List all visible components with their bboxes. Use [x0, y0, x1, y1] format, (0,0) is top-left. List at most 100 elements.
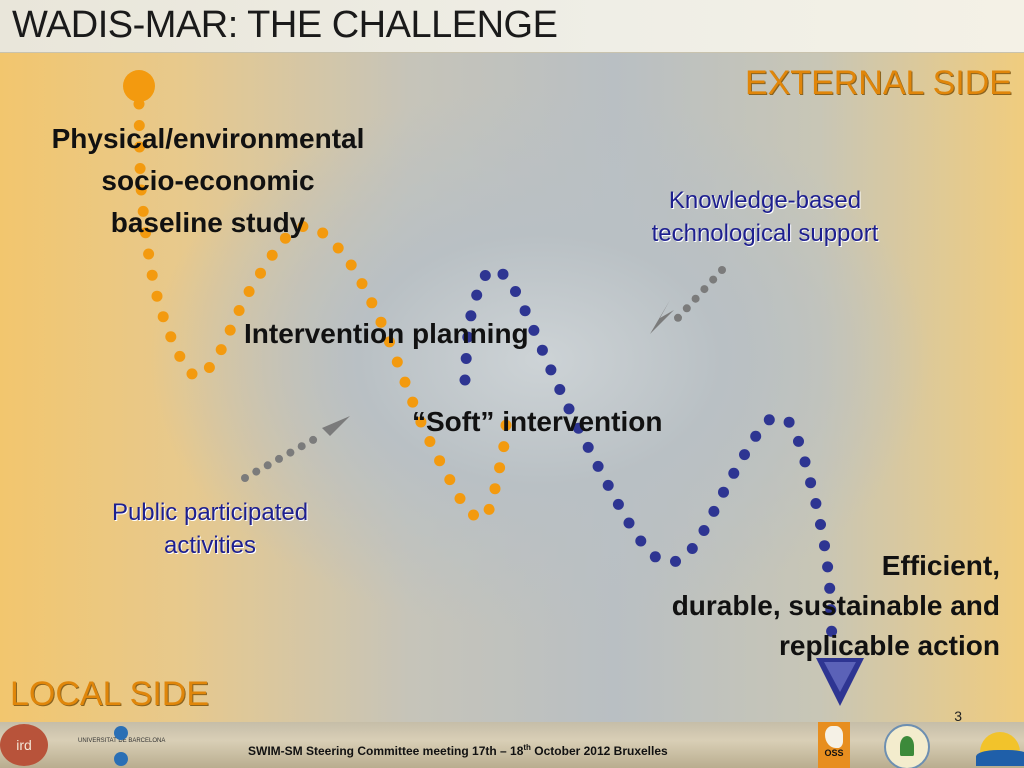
blue-dot	[510, 286, 521, 297]
footer-prefix: SWIM-SM Steering Committee meeting 17th …	[248, 744, 524, 758]
blue-dot	[497, 268, 509, 280]
blue-dot	[763, 414, 775, 426]
ministry-emblem-icon	[884, 724, 930, 768]
water-waves-icon	[976, 750, 1024, 766]
orange-dotted-path	[133, 98, 512, 521]
intervention-planning-label: Intervention planning	[244, 318, 529, 349]
page-number: 3	[954, 708, 962, 724]
blue-dot	[822, 561, 834, 573]
blue-dotted-path	[459, 268, 838, 637]
blue-dot	[825, 604, 837, 616]
orange-dot	[203, 362, 215, 373]
orange-dot	[224, 324, 236, 336]
orange-dot	[444, 474, 456, 486]
blue-dot	[519, 305, 531, 317]
blue-dot	[649, 551, 661, 563]
orange-dot	[134, 163, 146, 174]
orange-dot	[243, 286, 255, 297]
orange-dot	[151, 290, 163, 302]
baseline-study-label: Physical/environmental socio-economic ba…	[10, 118, 406, 244]
blue-dot	[545, 364, 557, 376]
local-side-label: LOCAL SIDE	[10, 675, 210, 713]
gray-dot	[241, 474, 249, 482]
orange-dot	[297, 221, 309, 232]
blue-dot	[563, 403, 575, 415]
blue-dot	[824, 582, 836, 594]
info-icon-2	[114, 752, 128, 766]
external-side-label: EXTERNAL SIDE	[744, 64, 1012, 102]
blue-dot	[718, 486, 729, 498]
gray-dot	[297, 442, 306, 451]
orange-dot	[366, 297, 378, 309]
blue-dot	[536, 344, 548, 356]
orange-dot	[279, 232, 291, 244]
soft-intervention-label: “Soft” intervention	[412, 406, 663, 437]
blue-dot	[612, 498, 624, 510]
public-arrow-head	[322, 416, 350, 436]
blue-dot	[582, 441, 594, 453]
efficient-action-label: Efficient, durable, sustainable and repl…	[672, 546, 1000, 666]
blue-dot	[471, 289, 483, 301]
orange-dot	[356, 278, 368, 290]
knowledge-arrow-head	[650, 300, 674, 334]
blue-dot	[810, 498, 822, 509]
palm-tree-icon	[900, 736, 914, 756]
knowledge-support-label: Knowledge-based technological support	[600, 184, 930, 250]
baseline-line-3: baseline study	[110, 207, 306, 238]
orange-dot	[143, 248, 155, 260]
knowledge-line-2: technological support	[651, 220, 879, 247]
orange-dot	[415, 416, 427, 428]
orange-dot	[157, 311, 169, 323]
blue-dot	[686, 543, 698, 554]
orange-dot	[489, 483, 501, 495]
gray-dotted-arrows	[241, 266, 726, 482]
public-activities-label: Public participated activities	[60, 496, 360, 562]
blue-dot	[623, 517, 635, 529]
orange-dot	[137, 205, 149, 217]
blue-dot	[460, 353, 472, 364]
footer-sup: th	[523, 743, 531, 752]
gray-dot	[691, 294, 700, 303]
blue-dot	[592, 460, 604, 472]
blue-dot	[783, 416, 795, 428]
orange-dot	[174, 350, 186, 362]
blue-dot	[459, 374, 471, 386]
orange-dot	[483, 503, 495, 515]
blue-dot	[462, 331, 474, 343]
gray-dot	[275, 454, 283, 463]
orange-dot	[375, 316, 387, 328]
orange-dot	[215, 344, 227, 356]
orange-dot	[255, 267, 266, 279]
blue-dot	[554, 384, 566, 395]
gray-dot	[674, 313, 682, 322]
blue-dot	[602, 479, 614, 491]
gray-dot	[682, 304, 691, 313]
gray-dot	[309, 435, 318, 444]
efficient-line-3: replicable action	[779, 630, 1000, 661]
ird-logo-text: ird	[16, 737, 32, 753]
orange-dot	[391, 356, 403, 368]
knowledge-line-1: Knowledge-based	[668, 187, 862, 214]
baseline-line-1: Physical/environmental	[51, 123, 365, 154]
orange-dot	[134, 141, 145, 153]
orange-dot	[500, 419, 512, 431]
gray-dot	[709, 275, 718, 284]
orange-dot	[345, 259, 357, 271]
efficient-line-1: Efficient,	[881, 550, 1000, 581]
footer: ird UNIVERSITAT DE BARCELONA SWIM-SM Ste…	[0, 722, 1024, 768]
orange-dot	[468, 509, 479, 521]
ub-logo-text: UNIVERSITAT DE BARCELONA	[78, 738, 166, 744]
gray-dot	[286, 448, 295, 457]
slide-title: WADIS-MAR: THE CHALLENGE	[12, 4, 558, 46]
orange-dot	[135, 184, 147, 196]
orange-dot	[494, 462, 506, 474]
blue-dot	[573, 422, 584, 434]
gray-dot	[700, 285, 709, 294]
orange-dot	[165, 331, 177, 343]
orange-dot	[399, 376, 411, 388]
blue-dot	[799, 456, 811, 468]
public-line-1: Public participated	[111, 499, 309, 526]
oss-logo-text: OSS	[824, 748, 844, 758]
